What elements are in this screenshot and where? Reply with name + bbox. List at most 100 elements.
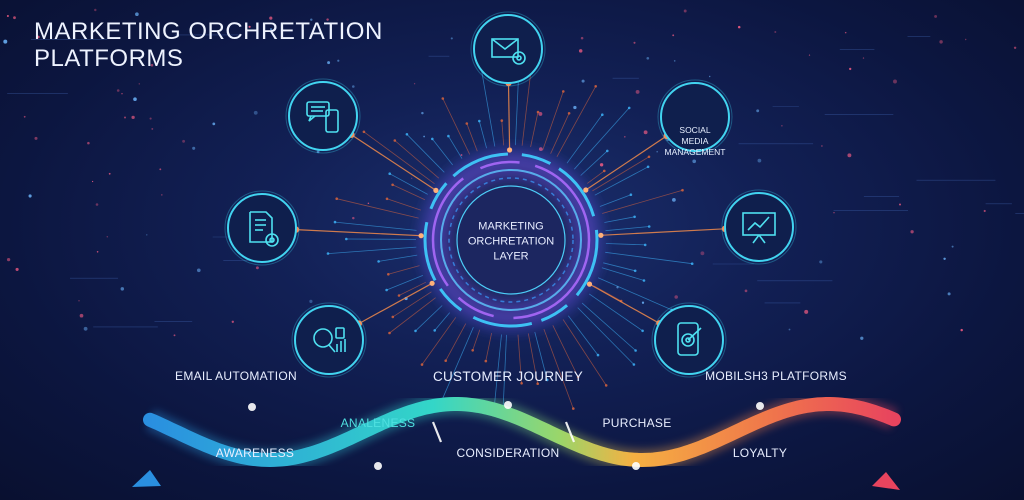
background-dot	[692, 159, 697, 164]
circuit-trace	[336, 198, 419, 219]
circuit-trace	[389, 297, 436, 334]
background-dot	[893, 79, 897, 84]
background-dot	[138, 83, 141, 85]
circuit-node	[478, 119, 481, 123]
node-halo	[291, 302, 367, 378]
background-dot	[124, 116, 126, 119]
circuit-node	[520, 382, 523, 385]
circuit-trace	[445, 323, 467, 361]
node-glyph	[313, 327, 346, 353]
circuit-node	[393, 139, 397, 142]
background-dot	[635, 89, 640, 94]
node-glyph	[249, 211, 279, 247]
circuit-trace	[389, 173, 428, 195]
circuit-node	[604, 384, 608, 387]
circuit-node	[484, 359, 488, 363]
circuit-node	[414, 329, 417, 333]
background-dot	[79, 313, 84, 318]
background-dot	[310, 18, 313, 21]
background-dot	[6, 14, 9, 18]
background-dot	[182, 139, 186, 143]
background-dot	[248, 25, 251, 28]
background-dot	[674, 295, 678, 299]
background-dot	[599, 163, 604, 167]
circuit-trace	[543, 328, 574, 409]
node-glyph	[491, 38, 526, 65]
stage-marker	[632, 462, 640, 470]
background-dot	[939, 40, 943, 44]
circuit-trace	[406, 134, 445, 173]
circuit-node	[606, 149, 609, 153]
document-gear-icon	[224, 190, 424, 266]
circuit-trace	[438, 327, 474, 407]
circuit-node	[634, 349, 637, 352]
background-dot	[91, 180, 94, 183]
circuit-node	[362, 130, 366, 134]
background-dot	[849, 67, 852, 71]
platform-nodes	[224, 11, 797, 378]
circuit-trace	[521, 71, 532, 146]
circuit-node	[633, 215, 636, 219]
circuit-node	[377, 260, 380, 263]
social-text-line-3: MANAGEMENT	[664, 147, 726, 157]
circuit-node	[335, 197, 339, 200]
stage-divider	[564, 421, 576, 443]
background-dot	[788, 328, 791, 331]
background-dot	[94, 8, 97, 12]
circuit-trace	[599, 194, 632, 207]
background-dot	[231, 320, 234, 323]
node-halo	[657, 79, 733, 155]
background-dot	[150, 63, 154, 67]
circuit-trace	[378, 254, 418, 262]
background-dot	[757, 158, 762, 163]
circuit-node	[447, 134, 450, 138]
core-hub	[411, 140, 611, 340]
background-dot	[96, 251, 99, 253]
wave-arrow-right	[872, 472, 900, 490]
background-dot	[411, 177, 413, 179]
background-dot	[641, 301, 645, 304]
background-dot	[159, 168, 162, 171]
circuit-node	[500, 119, 504, 122]
background-dot	[624, 136, 626, 138]
mobile-platforms-label: MOBILSH3 PLATFORMS	[705, 369, 847, 383]
circuit-trace	[552, 325, 579, 378]
background-dot	[781, 125, 783, 127]
circuit-trace	[603, 262, 636, 272]
circuit-node	[536, 110, 540, 114]
circuit-node	[627, 106, 631, 110]
background-dot	[121, 92, 123, 95]
circuit-trace	[502, 334, 507, 407]
circuit-trace	[605, 243, 646, 246]
connector-endpoint	[507, 147, 513, 153]
circuit-trace	[594, 166, 649, 196]
background-dot	[808, 54, 811, 56]
core-line-3: LAYER	[493, 250, 529, 263]
background-dot	[951, 245, 954, 248]
circuit-node	[345, 237, 348, 241]
circuit-node	[545, 378, 549, 382]
background-dot	[964, 38, 967, 41]
circuit-node	[431, 137, 434, 141]
circuit-node	[388, 331, 391, 335]
circuit-trace	[363, 131, 435, 185]
circuit-trace	[601, 267, 645, 281]
circuit-lines	[7, 34, 1024, 414]
circuit-trace	[556, 86, 597, 157]
background-dots	[3, 8, 1017, 340]
stage-divider	[431, 421, 443, 443]
connector-endpoint	[429, 280, 435, 286]
background-dot	[135, 12, 139, 17]
background-dot	[700, 251, 705, 256]
background-dot	[899, 203, 901, 206]
page-title: MARKETING ORCHRETATION PLATFORMS	[34, 18, 383, 72]
circuit-trace	[577, 307, 635, 365]
circuit-trace	[534, 331, 548, 381]
background-dot	[633, 41, 636, 44]
circuit-node	[385, 197, 389, 201]
circuit-node	[641, 329, 644, 333]
connector-endpoint	[583, 187, 589, 193]
social-text-line-1: SOCIAL	[679, 125, 711, 135]
circuit-node	[690, 262, 694, 266]
background-dot	[774, 31, 777, 33]
